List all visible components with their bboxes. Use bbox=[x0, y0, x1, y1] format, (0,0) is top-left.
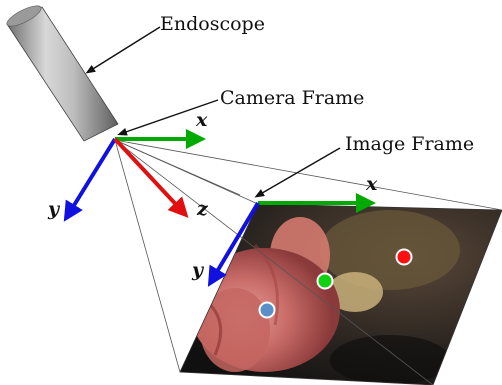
image-frame-label: Image Frame bbox=[345, 133, 474, 155]
camera-x-label: x bbox=[195, 109, 208, 131]
camera-y-label: y bbox=[47, 198, 61, 220]
image-x-label: x bbox=[365, 173, 378, 195]
image-frame-callout-arrow bbox=[257, 148, 340, 196]
camera-z-label: z bbox=[196, 198, 209, 220]
callouts bbox=[88, 27, 340, 196]
camera-y-axis bbox=[68, 139, 115, 215]
endoscope bbox=[4, 2, 118, 141]
camera-frame-axes: x y z bbox=[47, 109, 209, 220]
red-point bbox=[397, 250, 412, 265]
endoscope-callout-arrow bbox=[88, 27, 160, 72]
image-y-label: y bbox=[191, 259, 205, 281]
image-plane bbox=[170, 200, 502, 385]
blue-point bbox=[260, 303, 275, 318]
endoscope-label: Endoscope bbox=[160, 13, 265, 35]
green-point bbox=[318, 274, 333, 289]
camera-frame-label: Camera Frame bbox=[220, 87, 364, 109]
